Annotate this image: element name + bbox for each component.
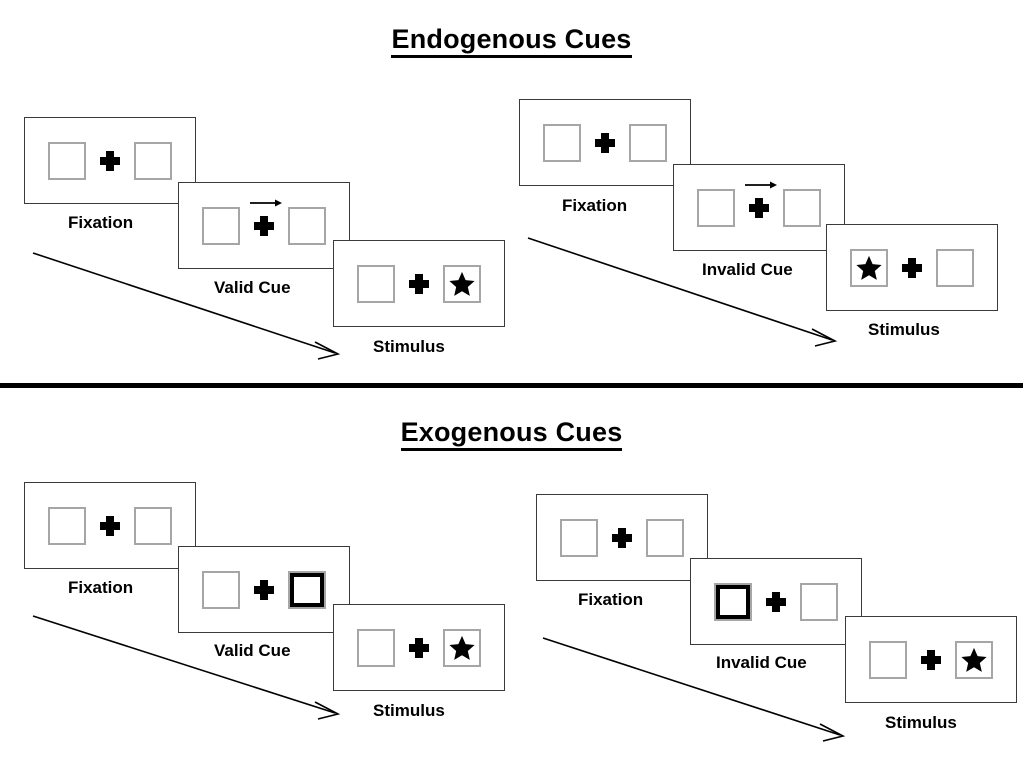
panel-exogenous-invalid-cue[interactable] xyxy=(690,558,862,645)
panel-content xyxy=(334,241,504,326)
plus-icon xyxy=(611,527,633,549)
panel-content xyxy=(846,617,1016,702)
plus-icon xyxy=(765,591,787,613)
plus-icon xyxy=(901,257,923,279)
star-icon xyxy=(445,631,479,665)
panel-content xyxy=(537,495,707,580)
right-box-cued xyxy=(288,570,326,609)
panel-exogenous-valid-cue[interactable] xyxy=(178,546,350,633)
left-box xyxy=(543,123,581,162)
left-box-target xyxy=(850,248,888,287)
section-divider xyxy=(0,383,1023,388)
panel-content xyxy=(520,100,690,185)
panel-content xyxy=(691,559,861,644)
right-box xyxy=(134,506,172,545)
section-title-endogenous: Endogenous Cues xyxy=(0,24,1023,58)
left-box xyxy=(202,570,240,609)
time-flow-arrow-exogenous-invalid xyxy=(542,637,846,742)
panel-label-endogenous-invalid-cue: Invalid Cue xyxy=(702,260,793,279)
panel-content xyxy=(827,225,997,310)
left-box-cued xyxy=(714,582,752,621)
left-box xyxy=(48,141,86,180)
panel-label-exogenous-valid-fixation: Fixation xyxy=(68,578,134,597)
panel-label-exogenous-invalid-stimulus: Stimulus xyxy=(885,713,957,732)
panel-content xyxy=(25,483,195,568)
plus-icon xyxy=(408,273,430,295)
panel-endogenous-invalid-fixation[interactable] xyxy=(519,99,691,186)
star-icon xyxy=(852,251,886,285)
panel-endogenous-valid-stimulus[interactable] xyxy=(333,240,505,327)
panel-label-endogenous-invalid-stimulus: Stimulus xyxy=(868,320,940,339)
plus-icon xyxy=(594,132,616,154)
left-box xyxy=(202,206,240,245)
right-box xyxy=(800,582,838,621)
section-title-exogenous-text: Exogenous Cues xyxy=(400,417,623,451)
right-box-target xyxy=(443,628,481,667)
panel-endogenous-invalid-stimulus[interactable] xyxy=(826,224,998,311)
plus-icon xyxy=(748,197,770,219)
panel-label-endogenous-valid-fixation: Fixation xyxy=(68,213,134,232)
right-box-target xyxy=(443,264,481,303)
panel-endogenous-invalid-cue[interactable] xyxy=(673,164,845,251)
panel-content xyxy=(674,165,844,250)
left-box xyxy=(560,518,598,557)
section-title-endogenous-text: Endogenous Cues xyxy=(391,24,632,58)
panel-label-exogenous-invalid-cue: Invalid Cue xyxy=(716,653,807,672)
right-box xyxy=(629,123,667,162)
star-icon xyxy=(445,267,479,301)
panel-label-exogenous-valid-cue: Valid Cue xyxy=(214,641,291,660)
plus-icon xyxy=(99,150,121,172)
panel-exogenous-valid-fixation[interactable] xyxy=(24,482,196,569)
panel-endogenous-valid-cue[interactable] xyxy=(178,182,350,269)
panel-content xyxy=(334,605,504,690)
right-box xyxy=(134,141,172,180)
panel-content xyxy=(25,118,195,203)
star-icon xyxy=(957,643,991,677)
left-box xyxy=(697,188,735,227)
right-box xyxy=(783,188,821,227)
panel-exogenous-invalid-stimulus[interactable] xyxy=(845,616,1017,703)
plus-icon xyxy=(253,215,275,237)
section-title-exogenous: Exogenous Cues xyxy=(0,417,1023,451)
left-box xyxy=(48,506,86,545)
right-box xyxy=(936,248,974,287)
right-box xyxy=(288,206,326,245)
panel-label-endogenous-valid-stimulus: Stimulus xyxy=(373,337,445,356)
plus-icon xyxy=(920,649,942,671)
panel-label-endogenous-valid-cue: Valid Cue xyxy=(214,278,291,297)
plus-icon xyxy=(253,579,275,601)
left-box xyxy=(357,628,395,667)
right-box xyxy=(646,518,684,557)
panel-content xyxy=(179,547,349,632)
plus-icon xyxy=(99,515,121,537)
panel-label-exogenous-valid-stimulus: Stimulus xyxy=(373,701,445,720)
panel-label-exogenous-invalid-fixation: Fixation xyxy=(578,590,644,609)
panel-exogenous-invalid-fixation[interactable] xyxy=(536,494,708,581)
left-box xyxy=(357,264,395,303)
panel-label-endogenous-invalid-fixation: Fixation xyxy=(562,196,628,215)
panel-content xyxy=(179,183,349,268)
right-box-target xyxy=(955,640,993,679)
panel-exogenous-valid-stimulus[interactable] xyxy=(333,604,505,691)
left-box xyxy=(869,640,907,679)
plus-icon xyxy=(408,637,430,659)
panel-endogenous-valid-fixation[interactable] xyxy=(24,117,196,204)
